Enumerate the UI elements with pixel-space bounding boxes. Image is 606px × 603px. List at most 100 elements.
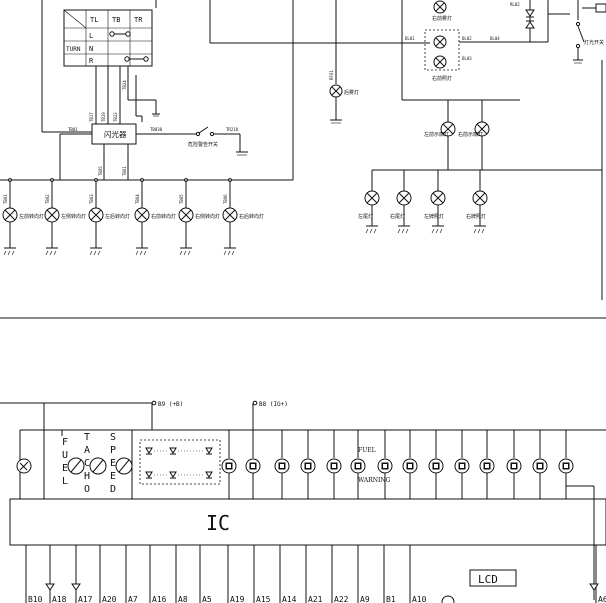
battery-icon <box>245 458 261 474</box>
pin-a15: A15 <box>256 595 271 603</box>
lcd-label: LCD <box>478 573 498 586</box>
left-bulb-wire-5: TB06 <box>223 194 228 204</box>
wire-tb22: TB22 <box>113 112 118 122</box>
pin-a8: A8 <box>178 595 188 603</box>
gauge-group: F U E L T A C H O S P E E D <box>61 430 133 499</box>
switch-row-l: L <box>89 32 93 40</box>
left-bulb-0 <box>2 207 18 223</box>
right-top-label-2: 右前照灯 <box>432 75 452 82</box>
switch-row-n: N <box>89 45 93 53</box>
right-mid-label-0: 左前示廓灯 <box>424 131 449 138</box>
right-upper-lamps: 右前照灯 右前雾灯 DL01 DL02 DL03 DL04 RL02 灯光开关 <box>401 0 606 101</box>
left-bulb-wire-1: TB02 <box>45 194 50 204</box>
right-bus <box>372 60 603 300</box>
airbag-icon <box>326 458 342 474</box>
fuel-warning-text: FUEL WARNING <box>358 447 391 484</box>
pin-a20: A20 <box>102 595 117 603</box>
lcd-box: LCD <box>469 569 517 587</box>
right-lower-label-1: 右尾灯 <box>390 213 405 220</box>
fuel-icon <box>350 458 366 474</box>
led-array <box>139 439 221 485</box>
fuel-letter-1: U <box>62 450 68 461</box>
upper-left-wires: TB17 TB19 TB22 TB24 <box>0 0 402 181</box>
right-top-label-0: 右前雾灯 <box>432 15 452 22</box>
tacho-letter-1: A <box>84 445 90 456</box>
fuel-warning-bottom: WARNING <box>358 477 391 484</box>
left-bulb-2 <box>88 207 104 223</box>
left-bulb-5 <box>222 207 238 223</box>
speed-letter-3: E <box>110 471 116 482</box>
left-bulb-label-4: 右侧转向灯 <box>195 213 220 220</box>
ic-label: IC <box>206 511 230 535</box>
left-bulb-1 <box>44 207 60 223</box>
flasher-label: 闪光器 <box>104 129 127 139</box>
switch-header-tr: TR <box>134 16 143 24</box>
left-bulb-wire-2: TB03 <box>89 194 94 204</box>
flasher-wire-3: TB01 <box>122 166 127 176</box>
right-lower-bulbs: 左尾灯 右尾灯 左牌照灯 右牌照灯 <box>358 170 488 234</box>
light-icon <box>532 458 548 474</box>
pin-a18: A18 <box>52 595 67 603</box>
left-bulb-4 <box>178 207 194 223</box>
far-right-label: 灯光开关 <box>584 39 604 46</box>
brake-icon <box>300 458 316 474</box>
tacho-letter-3: H <box>84 471 90 482</box>
right-lower-bulb-0 <box>364 190 380 206</box>
turn-switch-table: TL TB TR L N R TURN <box>63 9 153 67</box>
left-bulb-wire-4: TB05 <box>179 194 184 204</box>
temp-icon <box>558 458 574 474</box>
right-lower-label-3: 右牌照灯 <box>466 213 486 220</box>
speed-letter-1: P <box>110 445 116 456</box>
hazard-wire-label: TR218 <box>226 127 239 132</box>
rear-fog-lamp: 后雾灯 RF01 <box>329 0 359 124</box>
pin-a22: A22 <box>334 595 349 603</box>
pin-a10: A10 <box>412 595 427 603</box>
fuel-letter-0: F <box>62 437 68 448</box>
right-mid-bulb-0 <box>440 121 456 137</box>
switch-group-turn: TURN <box>66 46 81 53</box>
wire-tb17: TB17 <box>89 112 94 122</box>
trunk-icon <box>506 458 522 474</box>
right-top-wire-3: DL04 <box>490 36 500 41</box>
ic-supply-lines: B9 (+B) B8 (IG+) <box>0 400 606 499</box>
wire-tb19: TB19 <box>101 112 106 122</box>
switch-row-r: R <box>89 57 94 65</box>
hazard-switch-label: 危险警告开关 <box>188 141 218 148</box>
left-bulb-wire-3: TB04 <box>135 194 140 204</box>
right-top-wire-0: DL01 <box>405 36 415 41</box>
fuel-letter-2: E <box>62 463 68 474</box>
left-bulb-label-5: 右后转向灯 <box>239 213 264 220</box>
switch-header-tl: TL <box>90 16 98 24</box>
abs-icon <box>274 458 290 474</box>
rear-fog-wire: RF01 <box>329 70 334 80</box>
left-bulb-wire-0: TB01 <box>3 194 8 204</box>
left-bulb-label-3: 右前转向灯 <box>151 213 176 220</box>
b9-label: B9 (+B) <box>158 401 183 408</box>
left-bulb-3 <box>134 207 150 223</box>
parking-icon <box>402 458 418 474</box>
turn-icon <box>479 458 495 474</box>
high-beam-icon <box>428 458 444 474</box>
speed-letter-0: S <box>110 432 116 443</box>
pin-a21: A21 <box>308 595 323 603</box>
right-lower-bulb-2 <box>430 190 446 206</box>
fuel-letter-3: L <box>62 476 68 487</box>
rear-fog-label: 后雾灯 <box>344 89 359 96</box>
flasher-wire-0: TB01 <box>68 127 78 132</box>
right-top-wire-4: RL02 <box>510 2 520 7</box>
door-icon <box>454 458 470 474</box>
right-lower-label-2: 左牌照灯 <box>424 213 444 220</box>
flasher-wire-1: TB038 <box>150 127 163 132</box>
oil-icon <box>221 458 237 474</box>
coolant-icon <box>377 458 393 474</box>
left-bulb-label-1: 左侧转向灯 <box>61 213 86 220</box>
right-lower-bulb-3 <box>472 190 488 206</box>
left-bulb-row: TB01左前转向灯TB02左侧转向灯TB03左后转向灯TB04右前转向灯TB05… <box>2 178 264 256</box>
pin-b10: B10 <box>28 595 43 603</box>
right-top-wire-2: DL03 <box>462 56 472 61</box>
pin-a19: A19 <box>230 595 245 603</box>
pin-a9: A9 <box>360 595 370 603</box>
right-lower-label-0: 左尾灯 <box>358 213 373 220</box>
right-mid-bulbs: 左前示廓灯右前示廓灯 <box>424 121 490 170</box>
